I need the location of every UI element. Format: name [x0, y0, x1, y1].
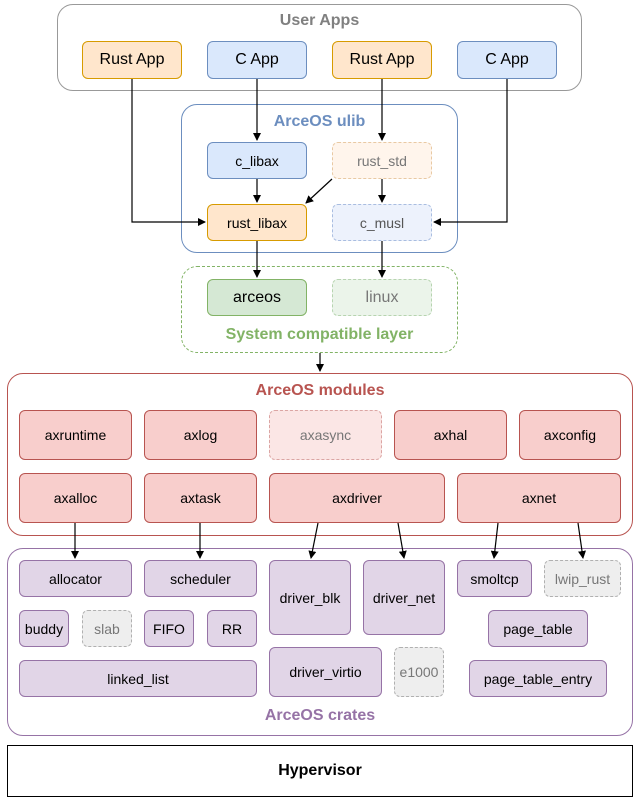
crate-page-table: page_table [488, 610, 588, 647]
arrow-c-app-to-c-musl [433, 79, 508, 226]
crate-buddy: buddy [19, 610, 69, 647]
c-app-node-2: C App [457, 41, 557, 79]
module-axasync: axasync [269, 410, 382, 460]
module-axhal: axhal [394, 410, 507, 460]
crate-lwip-rust: lwip_rust [544, 560, 621, 597]
crate-scheduler: scheduler [144, 560, 257, 597]
crates-group [7, 548, 633, 736]
crate-e1000: e1000 [394, 647, 444, 697]
rust-std-node: rust_std [332, 142, 432, 179]
crate-rr: RR [207, 610, 257, 647]
module-axalloc: axalloc [19, 473, 132, 523]
c-musl-node: c_musl [332, 204, 432, 241]
hypervisor-box: Hypervisor [7, 745, 633, 797]
arrow-axnet-to-lwip-rust [577, 522, 586, 559]
rust-app-node-2: Rust App [332, 41, 432, 79]
crate-driver-virtio: driver_virtio [269, 647, 382, 697]
crate-page-table-entry: page_table_entry [469, 660, 607, 697]
arrow-axnet-to-smoltcp [490, 522, 499, 559]
crate-fifo: FIFO [144, 610, 194, 647]
rust-app-node-1: Rust App [82, 41, 182, 79]
module-axdriver: axdriver [269, 473, 445, 523]
crate-linked-list: linked_list [19, 660, 257, 697]
arceos-node: arceos [207, 279, 307, 316]
user-apps-title: User Apps [279, 12, 360, 29]
module-axconfig: axconfig [519, 410, 621, 460]
compat-group [181, 266, 458, 353]
ulib-title: ArceOS ulib [273, 113, 366, 130]
module-axtask: axtask [144, 473, 257, 523]
arrow-rust-app-to-rust-libax [131, 79, 206, 226]
rust-libax-node: rust_libax [207, 204, 307, 241]
module-axlog: axlog [144, 410, 257, 460]
module-axnet: axnet [457, 473, 621, 523]
modules-group [7, 373, 633, 536]
crate-driver-blk: driver_blk [269, 560, 351, 635]
crate-slab: slab [82, 610, 132, 647]
crate-smoltcp: smoltcp [457, 560, 532, 597]
compat-title: System compatible layer [225, 326, 414, 343]
arrow-rust-std-to-rust-libax [305, 178, 333, 204]
crates-title: ArceOS crates [264, 707, 376, 724]
user-apps-group [57, 4, 582, 91]
c-libax-node: c_libax [207, 142, 307, 179]
crate-allocator: allocator [19, 560, 132, 597]
c-app-node-1: C App [207, 41, 307, 79]
ulib-group [181, 104, 458, 253]
arrow-axdriver-to-driver-net [397, 522, 407, 559]
module-axruntime: axruntime [19, 410, 132, 460]
arrow-axdriver-to-driver-blk [308, 522, 319, 559]
linux-node: linux [332, 279, 432, 316]
crate-driver-net: driver_net [363, 560, 445, 635]
modules-title: ArceOS modules [255, 382, 385, 399]
